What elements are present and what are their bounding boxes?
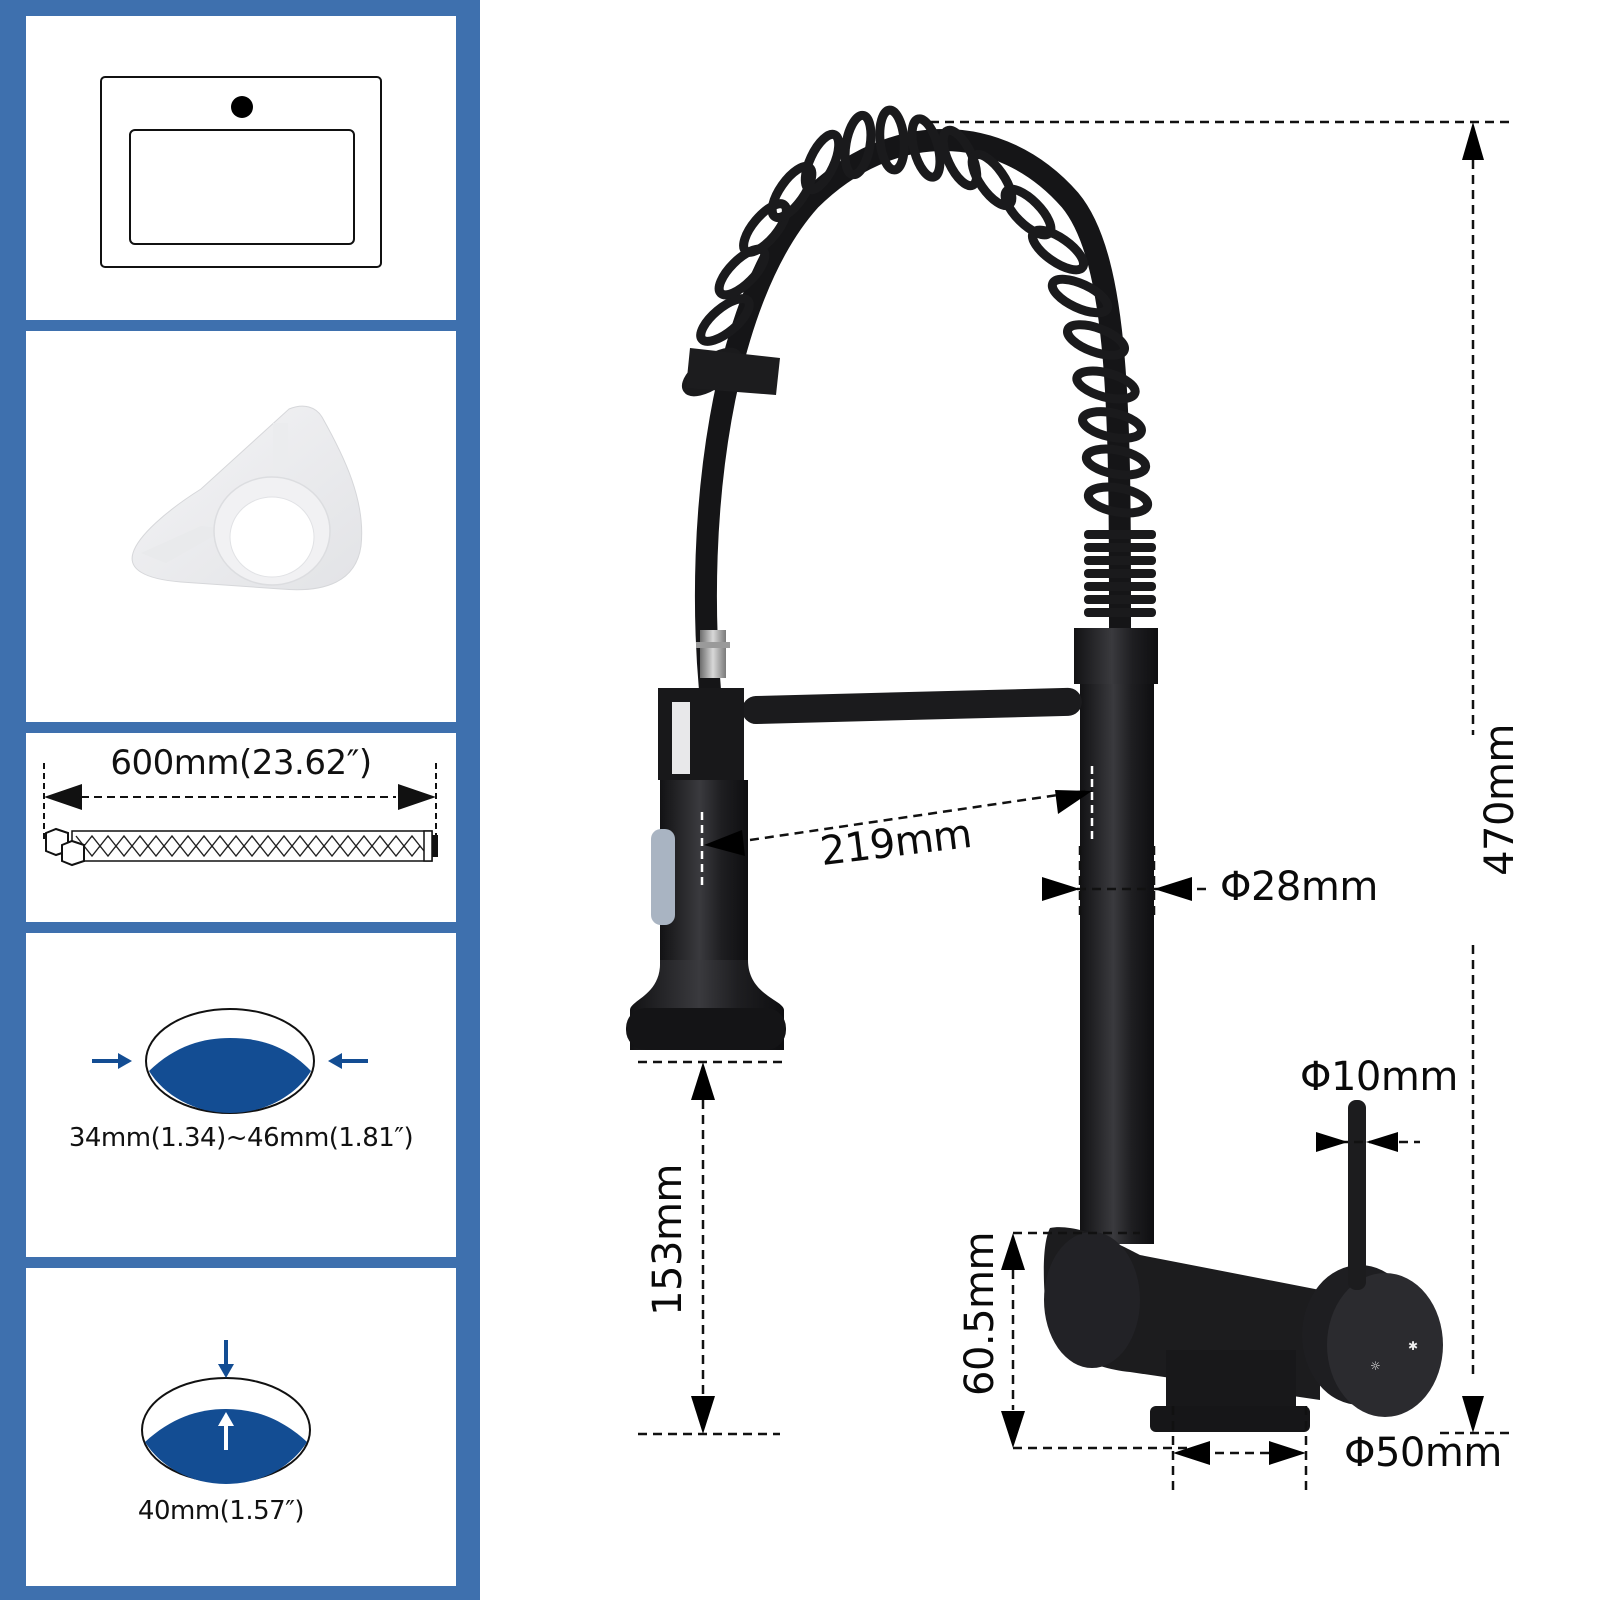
sink-diagram-panel	[26, 16, 456, 320]
accessories-sidebar: 600mm(23.62″) 34mm(1.34)~46mm(1.81″) 40m…	[0, 0, 480, 1600]
supply-hose-panel: 600mm(23.62″)	[26, 733, 456, 922]
body-diameter-label: Φ28mm	[1220, 864, 1378, 910]
deck-thickness-label: 40mm(1.57″)	[137, 1496, 305, 1526]
hole-diameter-panel: 34mm(1.34)~46mm(1.81″)	[26, 933, 456, 1257]
deck-plate-panel	[26, 331, 456, 722]
svg-text:✱: ✱	[1408, 1339, 1418, 1353]
handle-diameter-label: Φ10mm	[1300, 1054, 1458, 1100]
supply-hose-icon	[43, 763, 438, 867]
hole-diameter-label: 34mm(1.34)~46mm(1.81″)	[68, 1123, 414, 1153]
base-height-label: 60.5mm	[957, 1232, 1003, 1396]
hole-diameter-icon	[92, 1008, 368, 1114]
faucet-illustration: ☼ ✱	[626, 105, 1510, 1490]
total-height-label: 470mm	[1477, 724, 1523, 876]
svg-text:☼: ☼	[1370, 1359, 1381, 1373]
deck-thickness-panel: 40mm(1.57″)	[26, 1268, 456, 1586]
hose-length-label: 600mm(23.62″)	[110, 743, 372, 783]
deck-thickness-icon	[141, 1340, 311, 1484]
spray-clearance-label: 153mm	[645, 1164, 691, 1316]
sink-icon	[100, 76, 382, 268]
base-diameter-label: Φ50mm	[1344, 1430, 1502, 1476]
deck-plate-icon	[131, 405, 363, 591]
faucet-dimension-drawing: ☼ ✱	[480, 0, 1600, 1600]
